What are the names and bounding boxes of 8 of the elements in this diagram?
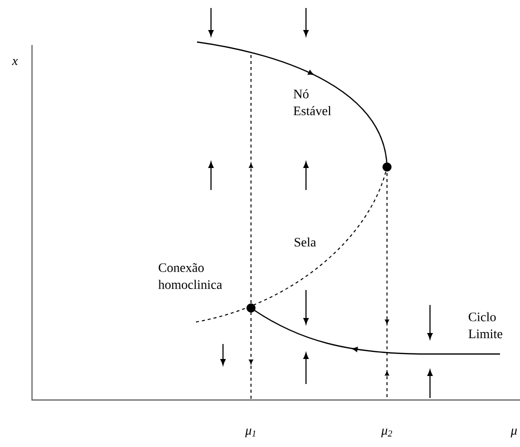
- branch-label: Conexão homoclinica: [158, 263, 222, 289]
- branch-label: Sela: [294, 237, 316, 247]
- axis-label: x: [12, 59, 18, 65]
- axis-label: μ: [510, 428, 517, 438]
- tick-label: μ$_{2}$: [381, 428, 392, 438]
- tick-label: μ$_{1}$: [245, 428, 256, 438]
- branch-label: Nó Estável: [294, 89, 332, 116]
- branch-label: Ciclo Limite: [468, 312, 502, 338]
